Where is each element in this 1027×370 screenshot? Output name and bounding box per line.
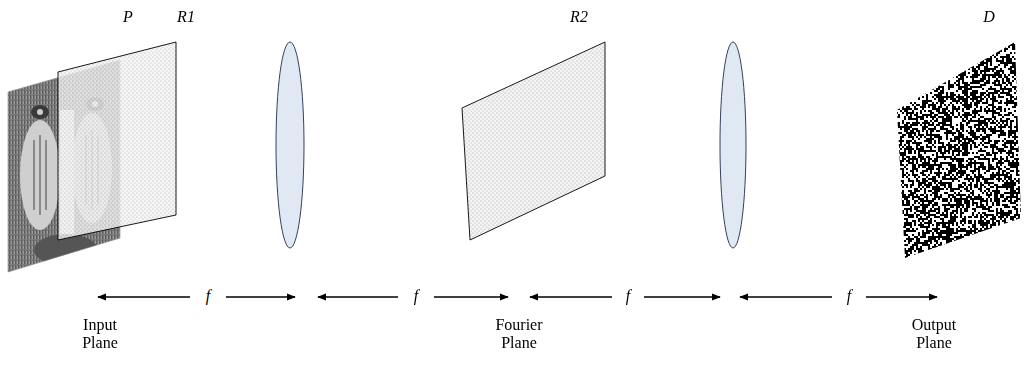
focal-length: f (203, 287, 213, 305)
plane-label: R1 (177, 8, 195, 26)
plane-name: Fourier Plane (488, 316, 550, 353)
plane-name: Input Plane (69, 316, 131, 353)
focal-length: f (844, 287, 854, 305)
focal-length: f (411, 287, 421, 305)
plane-name: Output Plane (903, 316, 965, 353)
plane-label: R2 (570, 8, 588, 26)
focal-length: f (623, 287, 633, 305)
plane-label: P (123, 8, 133, 26)
plane-label: D (983, 8, 995, 26)
